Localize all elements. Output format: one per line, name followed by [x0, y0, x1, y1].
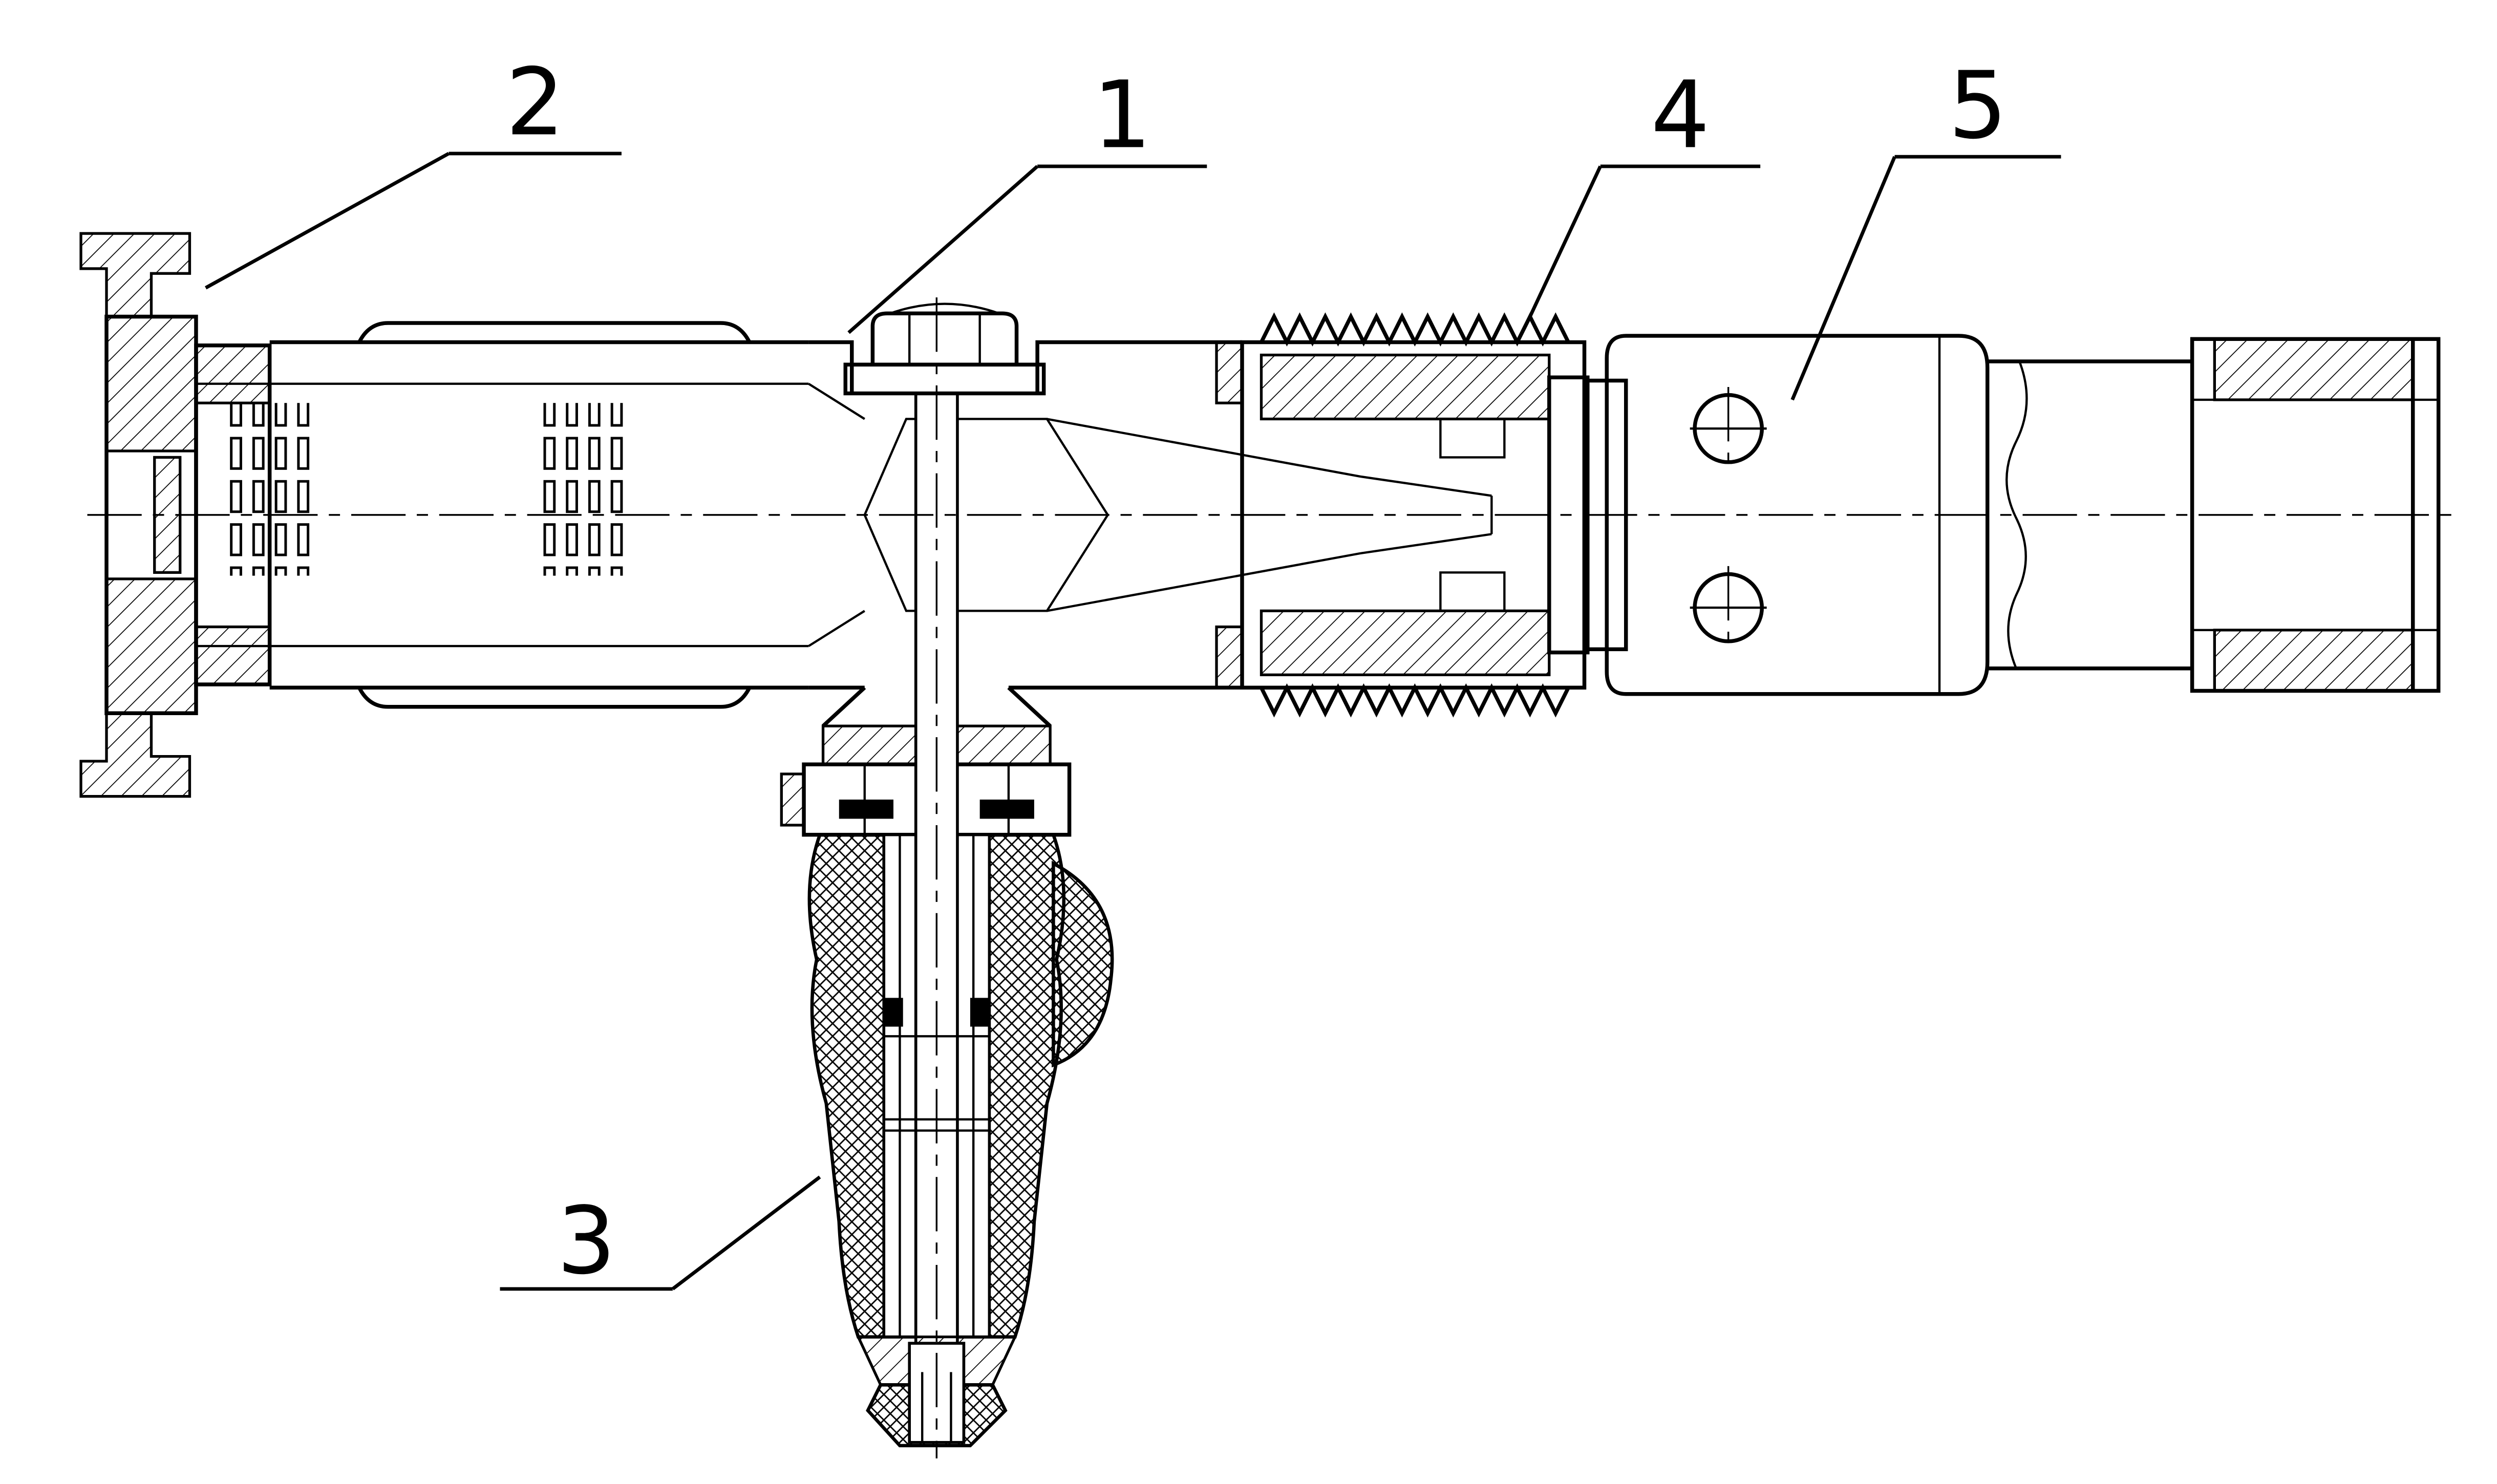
spacer-ring-top — [1215, 340, 1244, 404]
cap-hex — [870, 311, 1019, 365]
callout-3-label: 3 — [557, 1187, 616, 1295]
break-line — [2005, 361, 2028, 669]
seat-ring-top — [1439, 418, 1506, 459]
callout-3-leader — [671, 1175, 821, 1291]
grip-side-lobe — [1052, 861, 1114, 1068]
spacer-ring-bottom — [1215, 625, 1244, 689]
centerlines — [87, 297, 2455, 1459]
callout-4: 4 — [1528, 61, 1761, 317]
stem-seal — [884, 998, 903, 1027]
seal-band — [979, 799, 1034, 819]
body-top-edge — [808, 340, 854, 394]
claw-hook-bottom — [79, 712, 191, 798]
nut-wall-bottom — [1260, 609, 1551, 676]
callout-4-label: 4 — [1651, 61, 1710, 169]
nut-wall-top — [1260, 353, 1551, 421]
vent-slots-right — [538, 403, 628, 576]
callout-2: 2 — [205, 48, 622, 290]
bracket-body — [1605, 334, 1990, 696]
claw-hook-top — [79, 232, 191, 318]
cap-dome — [890, 303, 999, 315]
branch-flare — [821, 686, 1052, 728]
bracket-screw-bottom — [1690, 566, 1767, 650]
perforated-barrel — [196, 321, 809, 709]
fitting-wall-bottom — [2213, 629, 2415, 693]
cap-nut — [843, 303, 1046, 396]
collar-wall-top — [195, 344, 271, 404]
cap-flange — [843, 362, 1046, 396]
nozzle-cone — [1047, 418, 1493, 612]
body-top-edge — [1035, 340, 1243, 394]
knurl-teeth-bottom — [1260, 683, 1570, 718]
outlet-pipe — [1987, 337, 2441, 693]
callout-5-leader — [1790, 156, 1896, 401]
sleeve-shoulder-bottom — [357, 686, 752, 709]
callout-5-label: 5 — [1948, 52, 2007, 160]
flange-wall-top — [105, 315, 198, 453]
callout-1-leader — [847, 165, 1039, 334]
stem-seal — [970, 998, 990, 1027]
callout-2-leader — [205, 152, 450, 290]
coupling-nut — [1215, 312, 1590, 718]
callout-3: 3 — [500, 1175, 821, 1295]
callout-1-label: 1 — [1093, 61, 1151, 169]
seal-band — [839, 799, 893, 819]
callouts: 1 2 3 4 5 — [205, 48, 2061, 1295]
callout-1: 1 — [847, 61, 1207, 334]
flange-wall-bottom — [105, 577, 198, 715]
seat-ring-bottom — [1439, 571, 1506, 612]
knurl-teeth-top — [1260, 312, 1570, 347]
callout-2-label: 2 — [506, 48, 565, 156]
inlet-cone — [808, 382, 865, 647]
collar-wall-bottom — [195, 625, 271, 686]
collar-side-tab — [780, 772, 805, 827]
bracket-screw-top — [1690, 386, 1767, 470]
callout-5: 5 — [1790, 52, 2061, 401]
fitting-wall-top — [2213, 337, 2415, 401]
sleeve-shoulder-top — [357, 321, 752, 343]
vent-slots-left — [228, 403, 318, 576]
callout-4-leader — [1528, 165, 1602, 317]
